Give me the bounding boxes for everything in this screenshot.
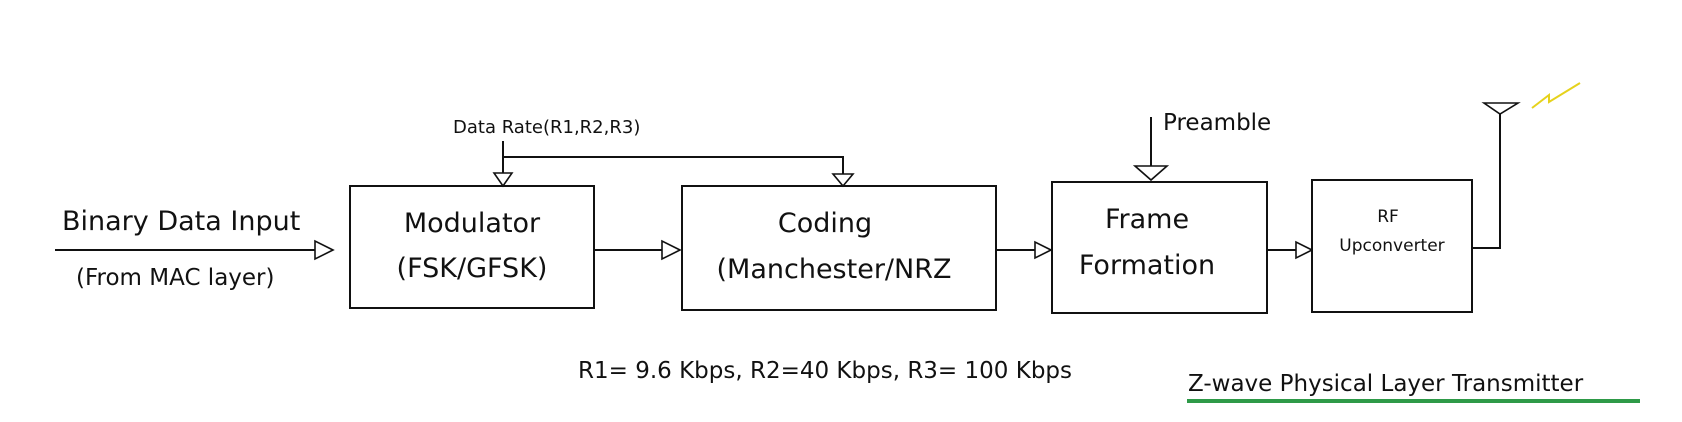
rf-input-arrow xyxy=(1295,240,1314,260)
frame-formation-block xyxy=(1051,181,1268,314)
data-rate-to-coding-wire xyxy=(503,156,844,174)
signal-zigzag-icon xyxy=(1531,82,1581,109)
diagram-title: Z-wave Physical Layer Transmitter xyxy=(1188,371,1584,397)
rf-upconverter-block xyxy=(1311,179,1473,313)
modulator-title: Modulator xyxy=(404,208,541,239)
preamble-arrow xyxy=(1132,165,1170,182)
rates-note: R1= 9.6 Kbps, R2=40 Kbps, R3= 100 Kbps xyxy=(578,358,1072,384)
coding-subtitle: (Manchester/NRZ xyxy=(717,254,952,285)
frame-input-arrow xyxy=(1034,240,1053,260)
coding-input-arrow xyxy=(661,239,682,261)
modulator-block xyxy=(349,185,595,309)
preamble-label: Preamble xyxy=(1163,110,1271,136)
data-rate-label: Data Rate(R1,R2,R3) xyxy=(453,117,640,138)
rf-to-antenna-wire xyxy=(1472,112,1501,249)
rf-subtitle: Upconverter xyxy=(1339,236,1444,256)
coding-title: Coding xyxy=(778,208,872,239)
antenna-icon xyxy=(1481,102,1521,115)
binary-data-input-label: Binary Data Input xyxy=(62,206,300,237)
modulator-data-rate-arrow xyxy=(492,172,514,188)
rf-title: RF xyxy=(1377,207,1399,227)
modulator-subtitle: (FSK/GFSK) xyxy=(397,253,548,284)
frame-title: Frame xyxy=(1105,204,1189,235)
frame-subtitle: Formation xyxy=(1079,250,1215,281)
coding-block xyxy=(681,185,997,311)
mac-layer-sublabel: (From MAC layer) xyxy=(76,265,275,291)
modulator-input-arrow xyxy=(314,239,335,261)
coding-data-rate-arrow xyxy=(831,173,855,188)
